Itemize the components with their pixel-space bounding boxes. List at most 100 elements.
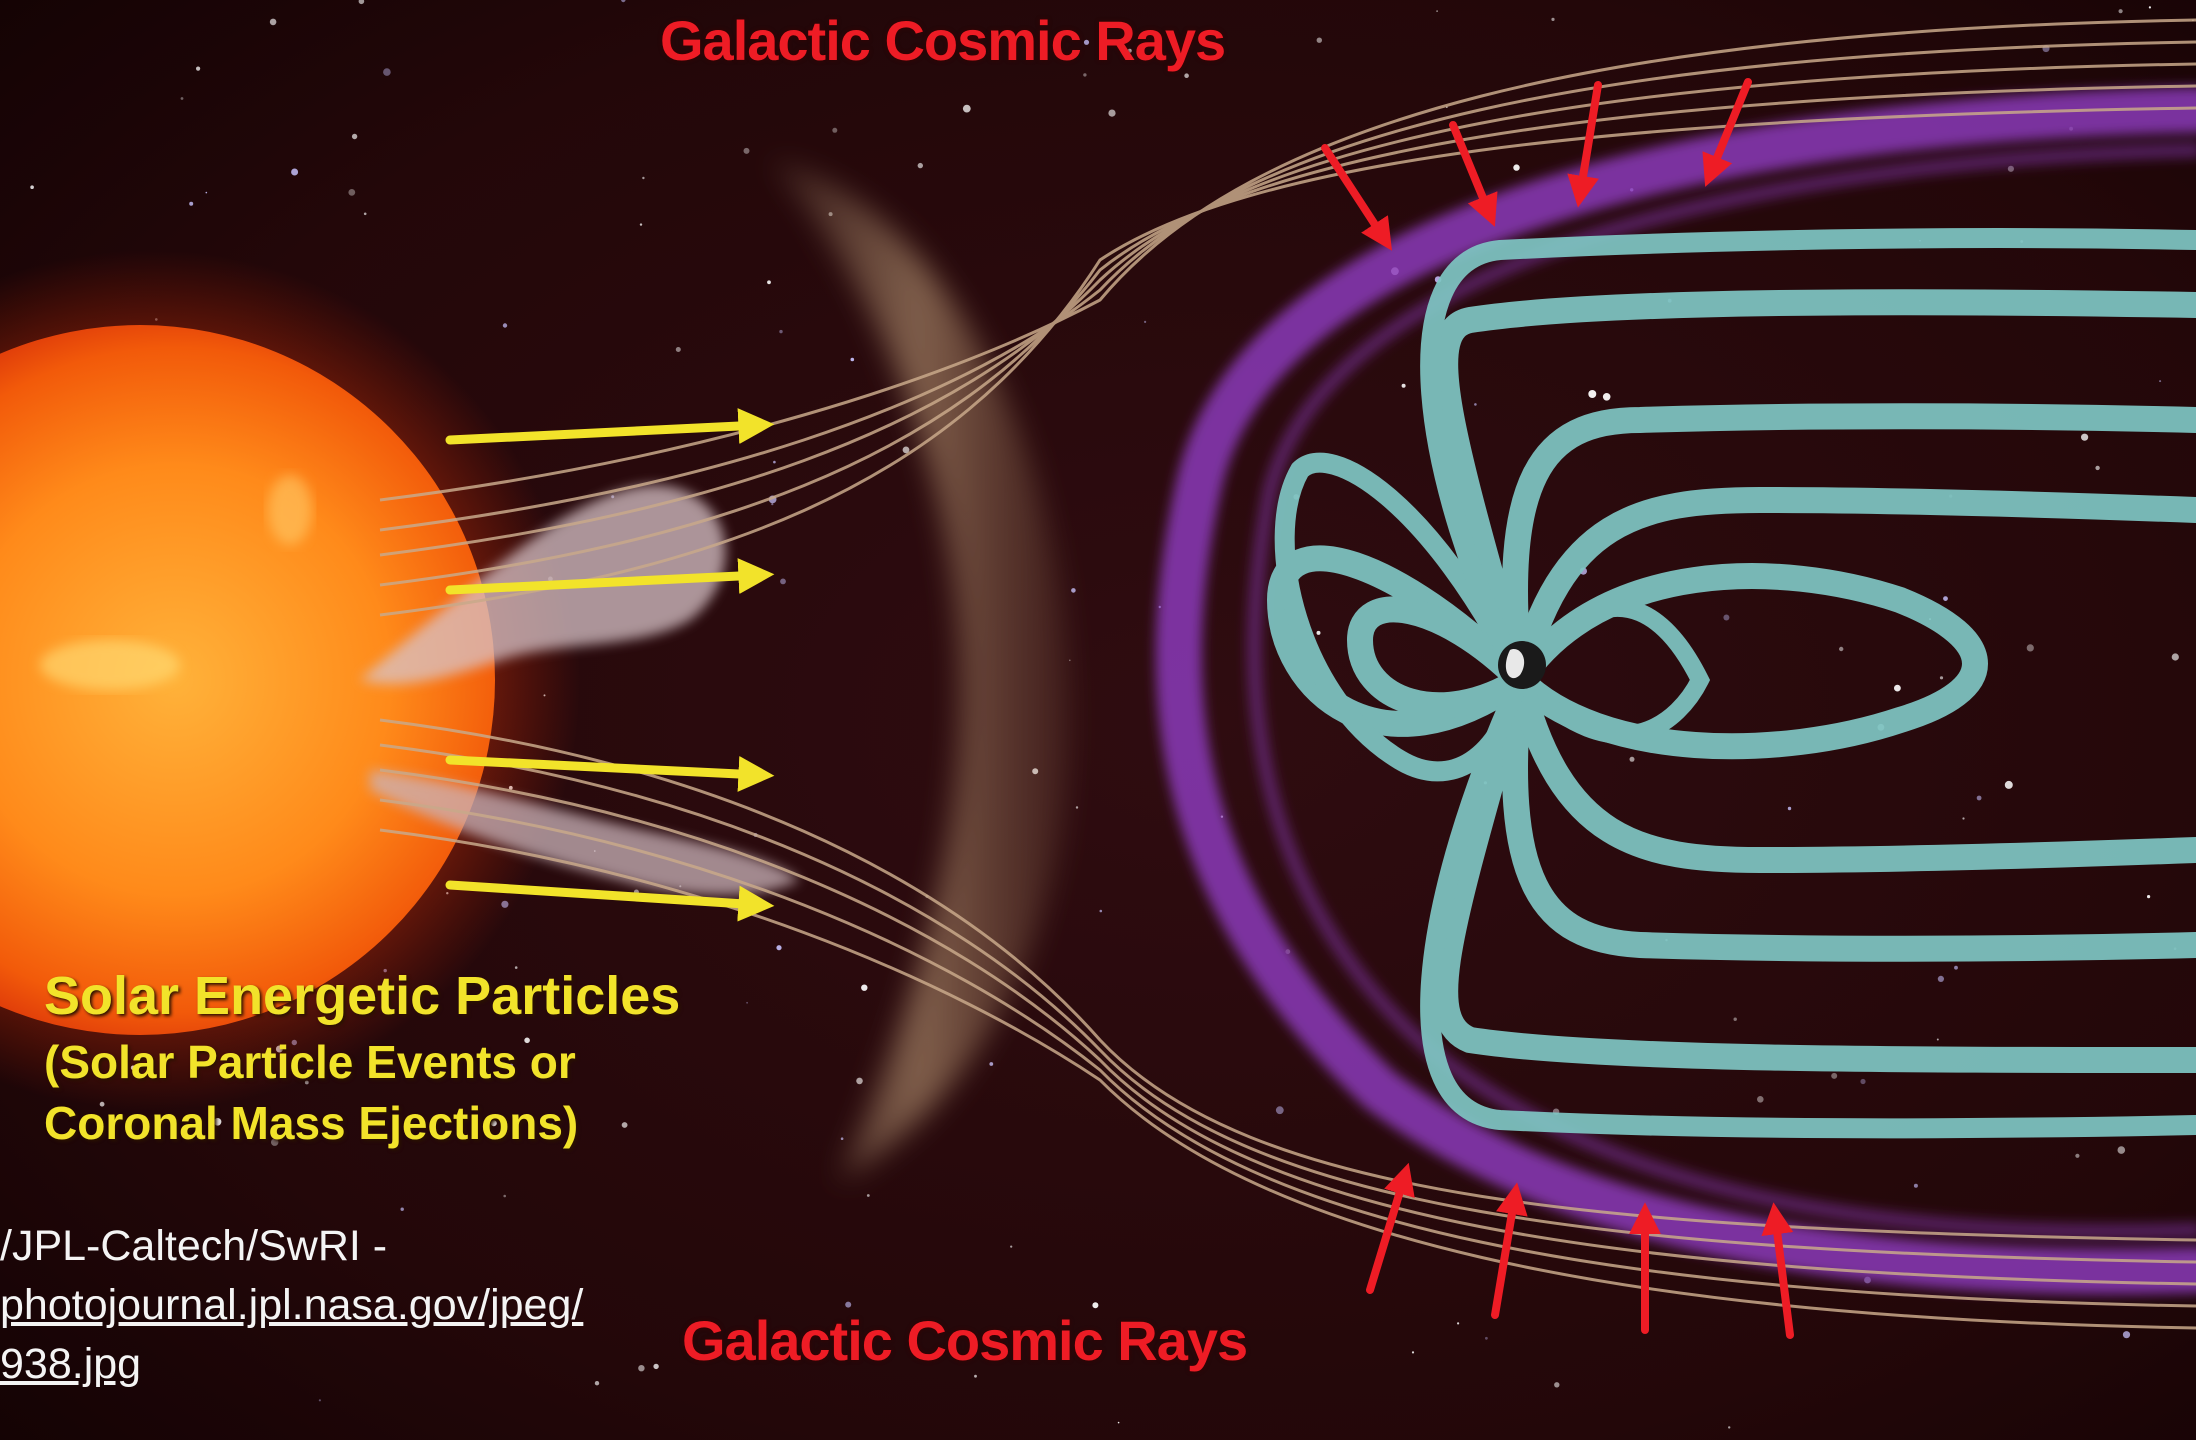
image-credit-link[interactable]: photojournal.jpl.nasa.gov/jpeg/ xyxy=(0,1281,584,1329)
star xyxy=(358,0,365,5)
solar-wind-arrow xyxy=(445,558,775,595)
star xyxy=(509,1063,514,1068)
star xyxy=(1485,1336,1488,1340)
star xyxy=(1075,806,1079,809)
star xyxy=(1602,393,1611,401)
solar-energetic-particles-subtitle-line2: Coronal Mass Ejections) xyxy=(44,1097,579,1149)
star xyxy=(773,460,776,464)
star xyxy=(1474,403,1477,406)
star xyxy=(351,133,358,140)
star xyxy=(1457,1322,1460,1325)
star xyxy=(1551,17,1555,21)
cosmic-ray-arrow xyxy=(1702,78,1752,187)
star xyxy=(1936,1038,1939,1041)
star xyxy=(653,1363,659,1370)
star xyxy=(1839,646,1844,652)
star xyxy=(1316,630,1321,635)
solar-wind-arrows xyxy=(445,408,775,922)
star xyxy=(1069,659,1071,662)
star xyxy=(861,984,868,991)
star xyxy=(2118,9,2123,14)
star xyxy=(2147,895,2151,899)
cosmic-ray-arrow xyxy=(1366,1162,1415,1294)
star xyxy=(1937,975,1944,983)
star xyxy=(1436,10,1438,13)
star xyxy=(902,446,910,454)
star xyxy=(1976,795,1982,801)
star xyxy=(383,68,391,76)
star xyxy=(1127,48,1132,53)
solar-energetic-particles-subtitle-line1: (Solar Particle Events or xyxy=(44,1036,576,1088)
star xyxy=(2122,1331,2131,1339)
star xyxy=(962,104,971,113)
magnetopause xyxy=(1155,87,2196,1295)
star xyxy=(850,357,855,362)
star xyxy=(776,945,782,951)
star xyxy=(1894,684,1901,692)
star xyxy=(2007,165,2014,172)
star xyxy=(1411,1351,1415,1354)
star xyxy=(621,1122,628,1128)
star xyxy=(2148,6,2151,9)
star xyxy=(1954,965,1958,970)
cosmic-ray-arrows xyxy=(1321,78,1794,1339)
star xyxy=(779,329,783,334)
field-line xyxy=(379,40,2196,532)
star xyxy=(1401,383,1406,388)
star xyxy=(746,1001,748,1004)
field-line xyxy=(379,62,2196,557)
star xyxy=(502,323,508,328)
star xyxy=(2095,465,2100,471)
star xyxy=(1733,1017,1737,1021)
solar-wind-arrow xyxy=(445,880,775,922)
star xyxy=(1513,164,1520,171)
star xyxy=(1071,588,1076,593)
star xyxy=(550,1123,554,1127)
star xyxy=(1184,73,1189,78)
star xyxy=(213,1118,222,1126)
star xyxy=(2117,1146,2126,1154)
star xyxy=(642,176,645,180)
star xyxy=(400,1207,404,1211)
star xyxy=(189,201,194,206)
field-line xyxy=(379,718,2196,1242)
star xyxy=(594,1381,600,1386)
image-credit-link-continued[interactable]: 938.jpg xyxy=(0,1340,142,1388)
star xyxy=(856,1077,863,1085)
star xyxy=(1099,909,1103,913)
star xyxy=(1860,1078,1866,1085)
star xyxy=(989,1062,994,1066)
star xyxy=(840,1137,844,1140)
solar-wind-arrow xyxy=(445,408,775,445)
field-line xyxy=(379,743,2196,1264)
galactic-cosmic-rays-label-bottom: Galactic Cosmic Rays xyxy=(682,1309,1248,1372)
star xyxy=(1092,1302,1099,1309)
star xyxy=(1943,596,1948,601)
star xyxy=(30,185,34,189)
star xyxy=(2004,780,2013,789)
star xyxy=(845,1301,852,1308)
star xyxy=(524,1037,530,1044)
star xyxy=(304,1080,309,1085)
star xyxy=(196,66,201,71)
star xyxy=(1723,614,1730,621)
star xyxy=(1728,1426,1731,1429)
cosmic-ray-arrow xyxy=(1321,144,1392,251)
field-line xyxy=(379,106,2196,617)
star xyxy=(1316,37,1323,43)
star xyxy=(180,97,184,100)
star xyxy=(917,162,923,169)
star xyxy=(363,212,367,216)
star xyxy=(490,1120,497,1127)
star xyxy=(291,168,299,176)
solar-energetic-particles-title: Solar Energetic Particles xyxy=(44,966,681,1026)
star xyxy=(1108,109,1116,117)
star xyxy=(1083,73,1087,77)
solar-wind-arrow xyxy=(445,755,775,792)
star xyxy=(514,966,518,969)
star xyxy=(866,1194,870,1197)
star xyxy=(1939,676,1944,680)
star xyxy=(318,1399,321,1402)
star xyxy=(1010,1245,1013,1248)
